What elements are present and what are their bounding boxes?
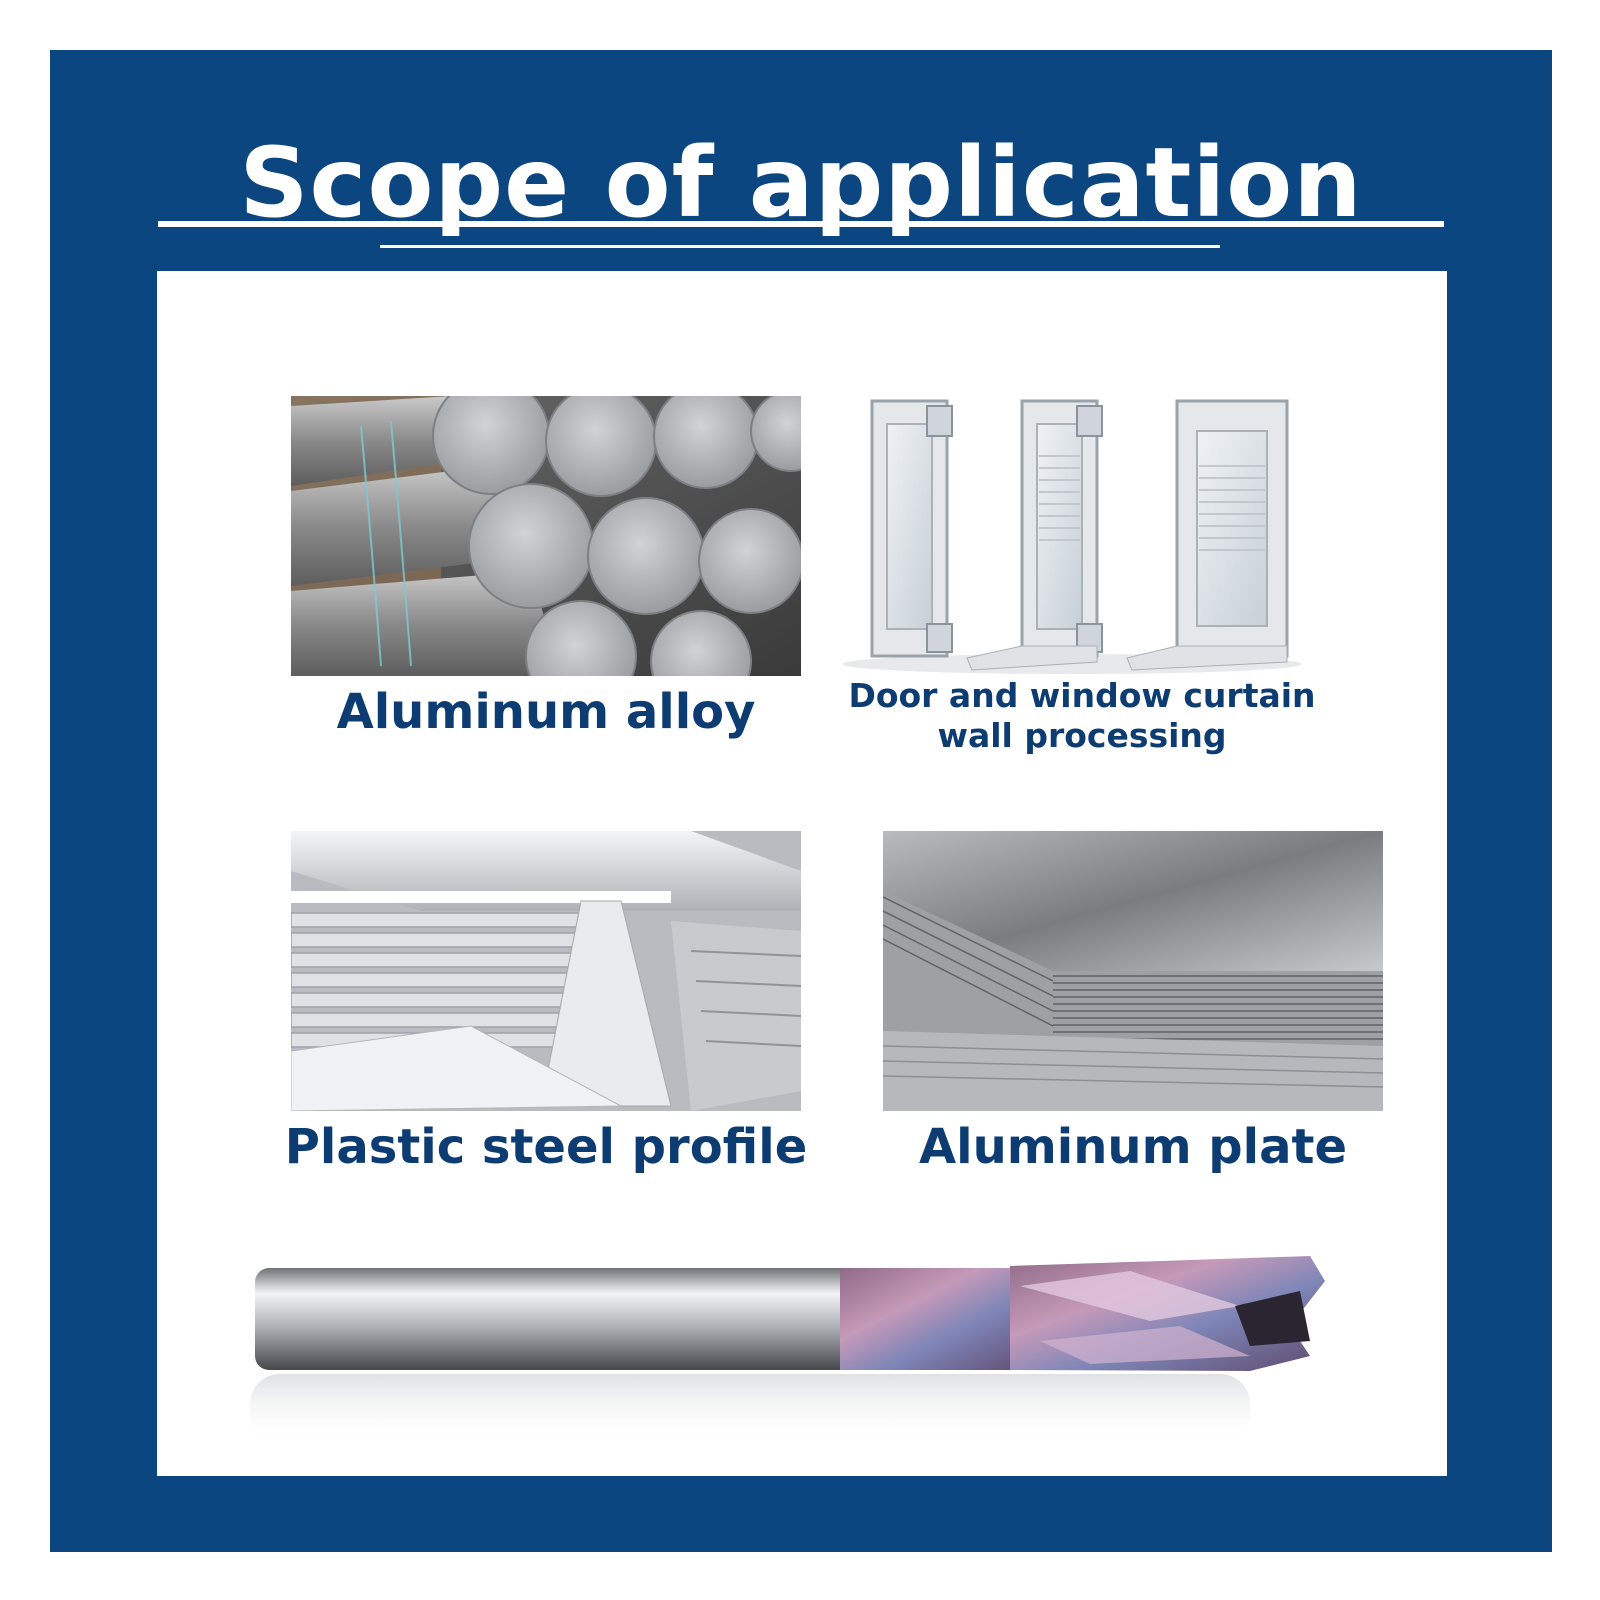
title-underline-bottom <box>380 245 1220 248</box>
window-frames-image <box>837 396 1307 676</box>
aluminum-sheets-image <box>883 831 1383 1111</box>
caption-aluminum-alloy: Aluminum alloy <box>336 684 756 740</box>
aluminum-bars-image <box>291 396 801 676</box>
caption-door-window-line2: wall processing <box>937 716 1227 755</box>
caption-plastic-steel-profile: Plastic steel profile <box>284 1119 808 1175</box>
aluminum-profile-image <box>291 831 801 1111</box>
page-title: Scope of application <box>239 127 1363 239</box>
end-mill-cutter-image <box>250 1246 1340 1446</box>
caption-aluminum-plate: Aluminum plate <box>918 1119 1347 1175</box>
caption-door-window: Door and window curtain wall processing <box>837 676 1327 756</box>
title-underline-top <box>158 221 1444 227</box>
applications-panel: Aluminum alloy <box>157 271 1447 1476</box>
caption-door-window-line1: Door and window curtain <box>848 676 1316 715</box>
banner-frame: Scope of application <box>50 50 1552 1552</box>
